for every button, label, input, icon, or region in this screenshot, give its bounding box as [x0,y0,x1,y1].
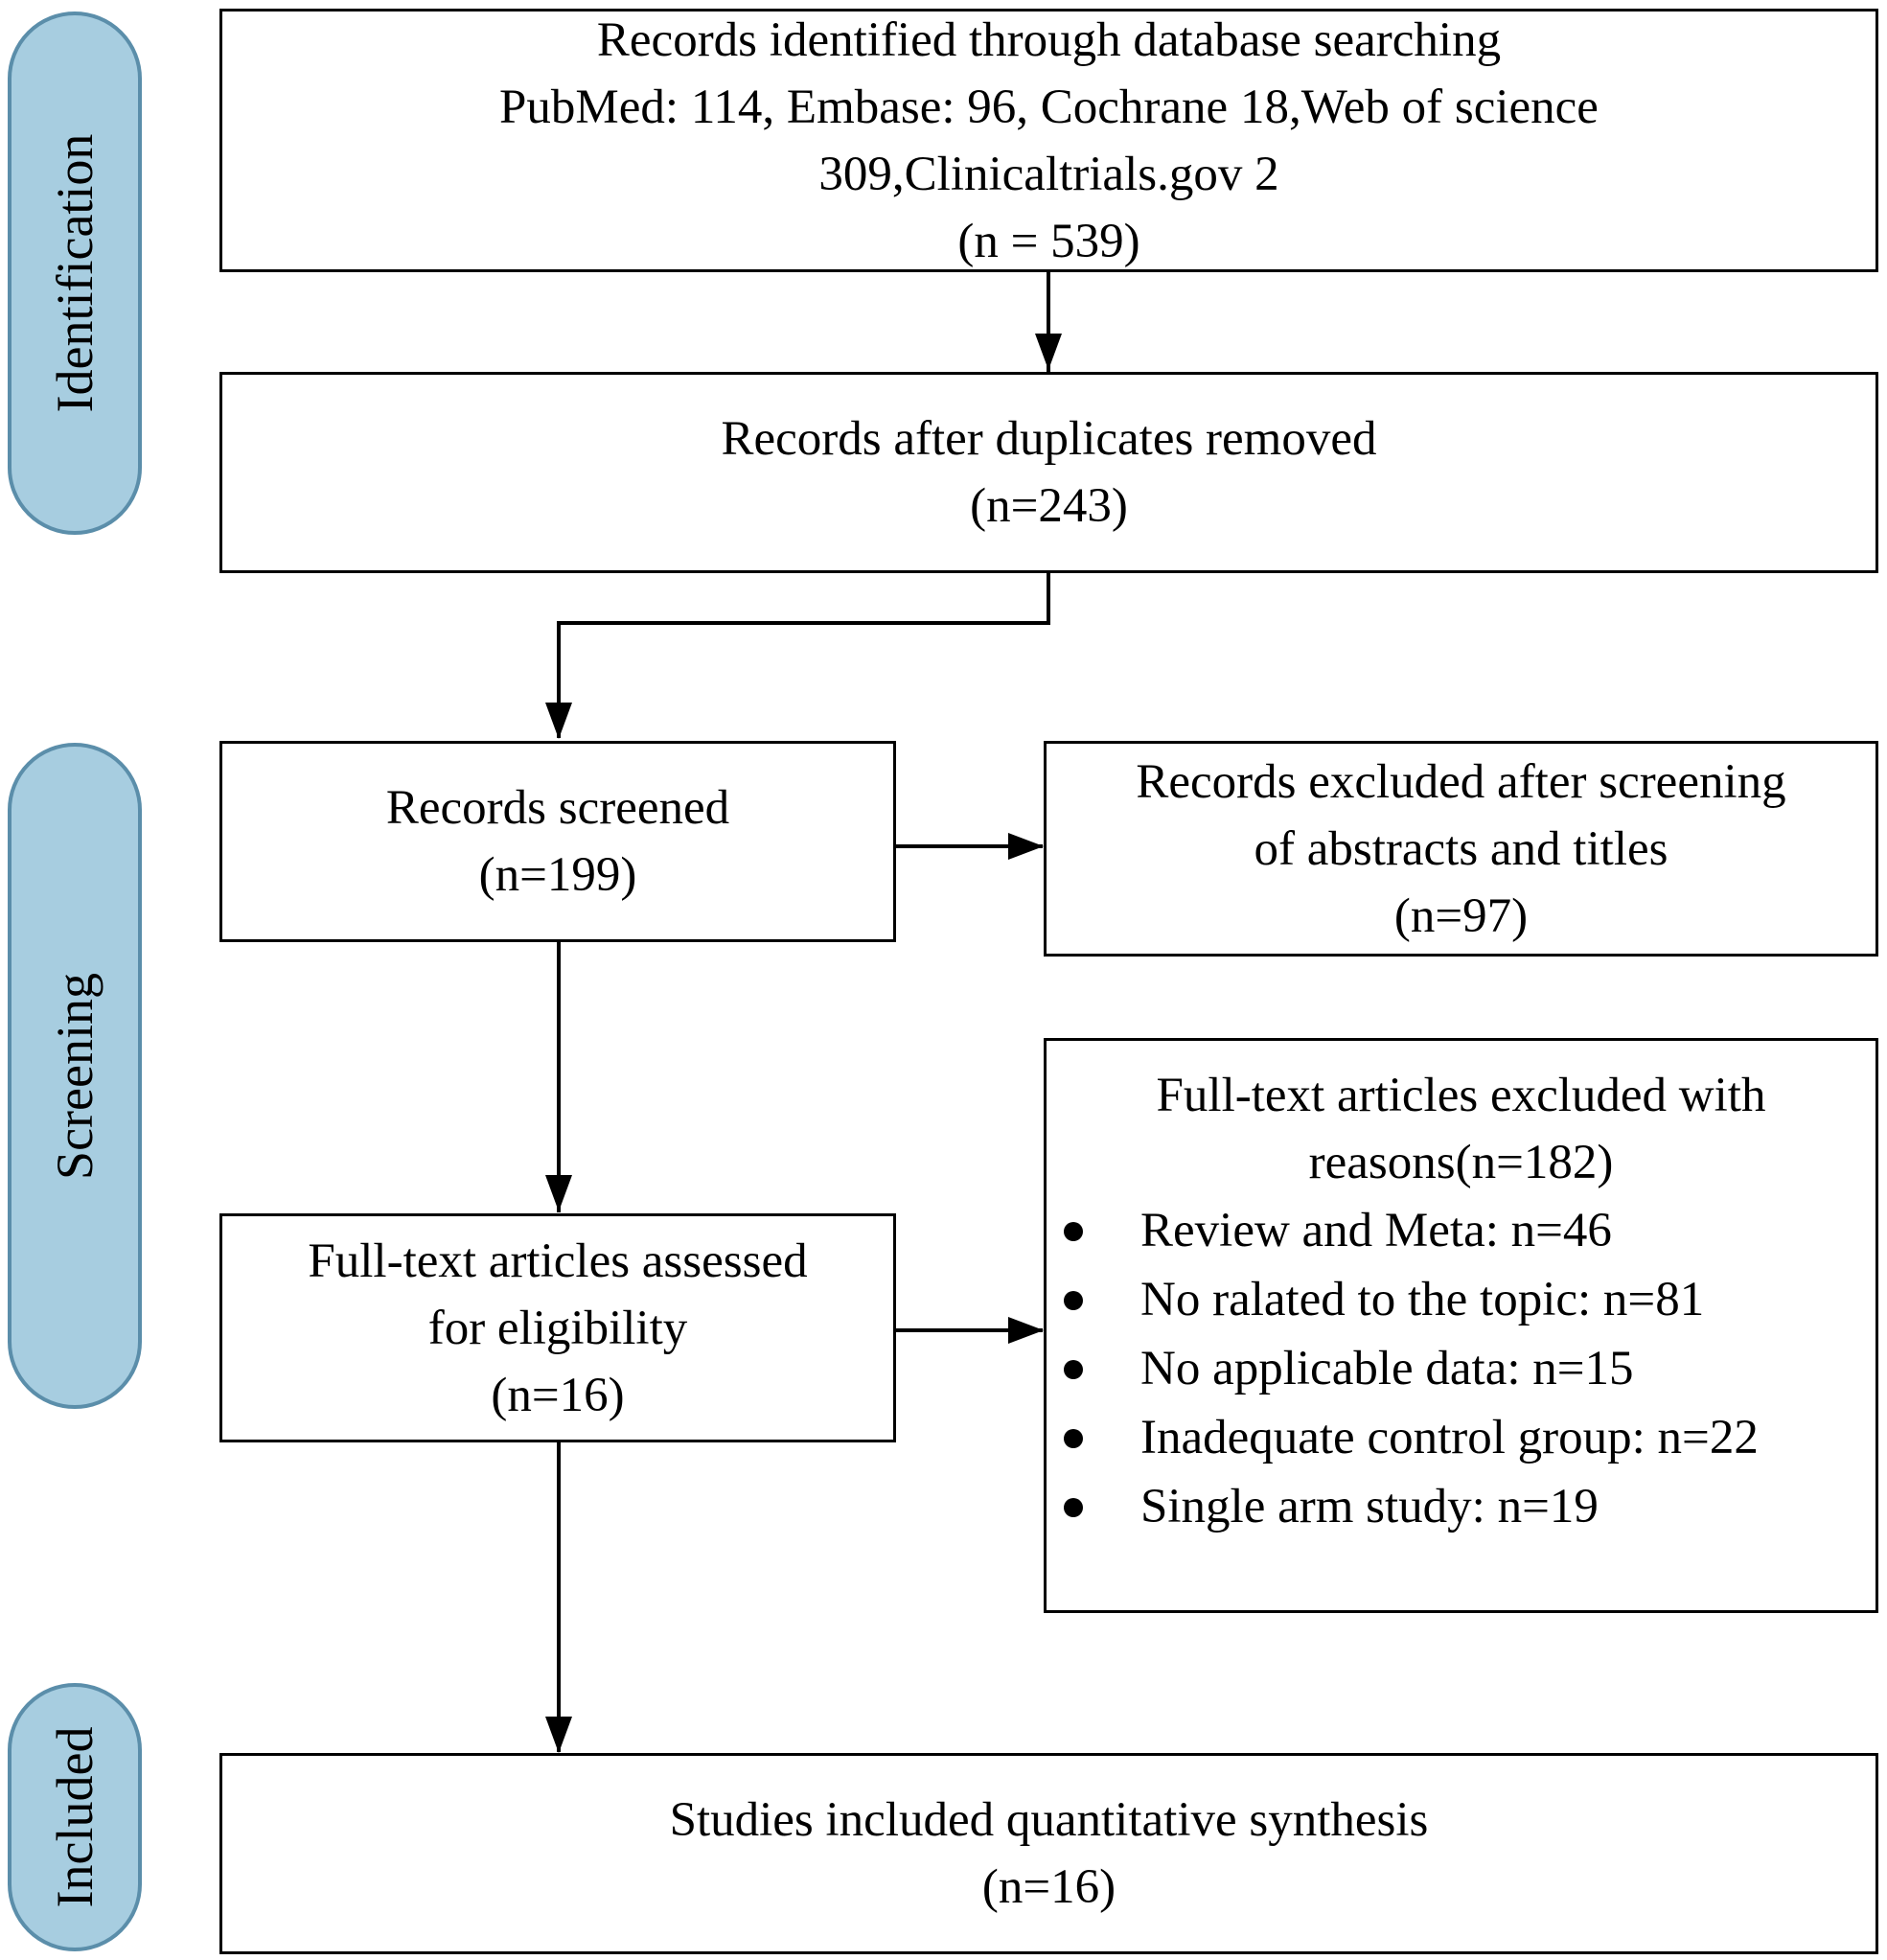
exclusion-reason-text: No ralated to the topic: n=81 [1140,1273,1705,1326]
fulltext-excluded-heading: Full-text articles excluded with reasons… [1047,1062,1875,1196]
duplicates-count: (n=243) [970,479,1128,533]
arrowhead-screened [545,703,572,739]
exclusion-reason: No ralated to the topic: n=81 [1047,1265,1875,1334]
duplicates-line-1: Records after duplicates removed [721,412,1377,466]
arrowhead-fulltext [545,1175,572,1211]
fulltext-excluded-heading-2: reasons(n=182) [1308,1136,1614,1189]
fulltext-count: (n=16) [491,1368,625,1422]
box-studies-included: Studies included quantitative synthesis … [219,1753,1878,1954]
arrowhead-duplicates [1035,334,1062,370]
box-fulltext-excluded: Full-text articles excluded with reasons… [1044,1038,1878,1613]
identified-count: (n = 539) [957,214,1140,268]
exclusion-reason: Single arm study: n=19 [1047,1472,1875,1541]
excluded-line-1: Records excluded after screening [1136,754,1786,809]
box-fulltext-assessed: Full-text articles assessed for eligibil… [219,1213,896,1442]
identified-line-3: 309,Clinicaltrials.gov 2 [818,147,1279,201]
bullet-icon [1064,1360,1083,1379]
phase-included: Included [8,1683,142,1951]
exclusion-reason-text: No applicable data: n=15 [1140,1342,1634,1395]
box-duplicates-removed: Records after duplicates removed (n=243) [219,372,1878,573]
arrow-duplicates-to-screened [557,573,1050,738]
exclusion-reason: No applicable data: n=15 [1047,1334,1875,1403]
excluded-line-2: of abstracts and titles [1254,821,1668,876]
box-records-excluded: Records excluded after screening of abst… [1044,741,1878,957]
included-count: (n=16) [981,1860,1116,1914]
identified-line-1: Records identified through database sear… [596,12,1502,67]
exclusion-reason-text: Single arm study: n=19 [1140,1480,1599,1533]
box-records-screened: Records screened (n=199) [219,741,896,942]
arrowhead-included [545,1717,572,1753]
included-line-1: Studies included quantitative synthesis [669,1793,1429,1847]
phase-identification: Identification [8,12,142,535]
bullet-icon [1064,1222,1083,1241]
identified-line-2: PubMed: 114, Embase: 96, Cochrane 18,Web… [499,80,1599,134]
fulltext-excluded-heading-1: Full-text articles excluded with [1156,1069,1766,1122]
screened-count: (n=199) [478,848,637,902]
arrowhead-fulltext-excluded [1008,1317,1044,1344]
screened-line-1: Records screened [385,781,730,835]
excluded-count: (n=97) [1393,888,1529,943]
box-records-identified: Records identified through database sear… [219,9,1878,272]
fulltext-line-1: Full-text articles assessed [308,1234,808,1288]
exclusion-reason: Inadequate control group: n=22 [1047,1403,1875,1472]
phase-screening: Screening [8,743,142,1409]
fulltext-line-2: for eligibility [427,1301,688,1355]
arrowhead-excluded [1008,833,1044,860]
exclusion-reasons-list: Review and Meta: n=46 No ralated to the … [1047,1196,1875,1541]
exclusion-reason-text: Review and Meta: n=46 [1140,1204,1612,1257]
bullet-icon [1064,1429,1083,1448]
exclusion-reason-text: Inadequate control group: n=22 [1140,1411,1759,1464]
bullet-icon [1064,1498,1083,1517]
exclusion-reason: Review and Meta: n=46 [1047,1196,1875,1265]
bullet-icon [1064,1291,1083,1310]
